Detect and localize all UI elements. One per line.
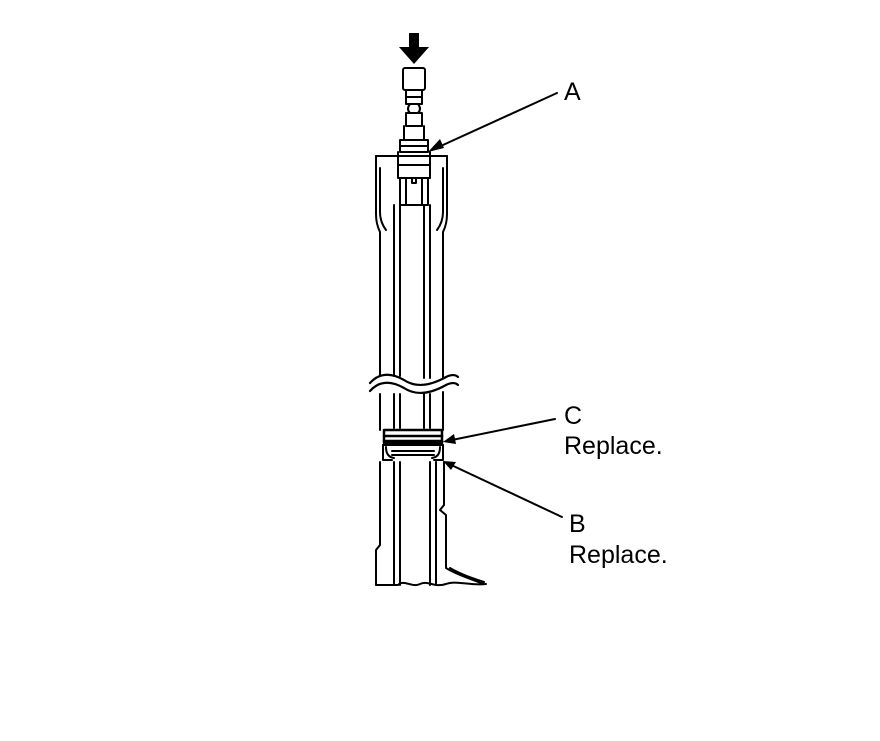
label-c-note: Replace. — [564, 432, 663, 460]
label-c: C — [564, 402, 583, 430]
leader-lines — [428, 92, 563, 518]
tool-a — [397, 67, 431, 206]
label-b-note: Replace. — [569, 541, 668, 569]
label-a: A — [564, 78, 581, 106]
strut-cylinder — [375, 461, 487, 587]
strut-lower-housing — [379, 391, 444, 431]
strut-housing — [375, 155, 448, 379]
break-lines — [368, 373, 460, 395]
down-arrow-icon — [399, 33, 429, 64]
label-b: B — [569, 510, 586, 538]
seal-c — [382, 428, 444, 445]
bushing-b — [382, 444, 444, 461]
